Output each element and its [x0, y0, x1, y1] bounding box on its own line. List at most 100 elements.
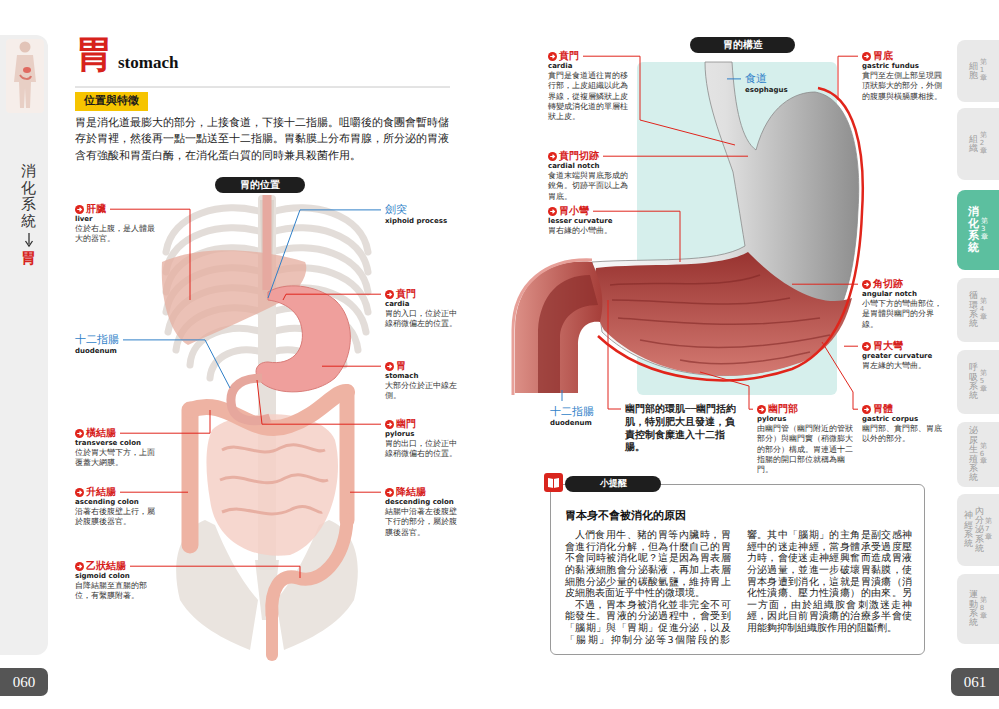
callout-heading-row: 十二指腸	[75, 333, 155, 347]
chapter-number: 第1章	[980, 59, 987, 82]
english-name: liver	[75, 215, 155, 224]
chapter-number: 第4章	[980, 298, 987, 321]
side-panel	[0, 35, 48, 655]
callout: 降結腸descending colon結腸中沿著左後腹壁下行的部分，屬於腹膜後器…	[385, 486, 460, 538]
stomach-position-part	[263, 195, 272, 290]
body-thumbnail-part	[6, 39, 44, 113]
page-number: 060	[0, 668, 48, 696]
arrow-icon-circle	[385, 362, 394, 371]
callout-heading: 賁門切跡	[559, 150, 599, 162]
leader-line	[120, 492, 188, 493]
english-name: greater curvature	[862, 352, 944, 361]
callout-description: 食道末端與胃底形成的銳角。切跡平面以上為胃底。	[548, 171, 633, 202]
leader-line	[283, 294, 381, 300]
callout: 肝臟liver位於右上腹，是人體最大的器官。	[75, 203, 155, 245]
arrow-icon-arrow	[77, 490, 81, 494]
english-name: sigmoid colon	[75, 572, 155, 581]
stomach-structure	[513, 62, 863, 395]
arrow-icon	[862, 405, 871, 414]
chapter-tab: 第6章泌尿生殖系統	[957, 422, 999, 487]
pill-text: 胃的位置	[221, 179, 299, 191]
chapter-tab: 第8章運動系統	[957, 574, 999, 644]
callout-heading-row: 幽門	[385, 418, 460, 430]
arrow-icon	[757, 405, 766, 414]
leader-line	[268, 210, 381, 298]
callout: 乙狀結腸sigmoid colon自降結腸至直腸的部位，有繫膜附著。	[75, 560, 155, 602]
section-label: 位置與特徵	[75, 92, 148, 111]
title-rule	[75, 87, 450, 88]
arrow-icon	[548, 152, 557, 161]
chapter-name: 內分泌系統	[975, 507, 984, 554]
arrow-icon-arrow	[864, 54, 868, 58]
title-rule-part	[75, 87, 450, 88]
section-arrow-part	[26, 241, 33, 246]
english-name: gastric fundus	[862, 62, 944, 71]
arrow-icon-arrow	[387, 490, 391, 494]
figure-title-pill: 胃的位置	[215, 177, 305, 193]
callout-heading: 胃大彎	[873, 340, 903, 352]
arrow-icon-circle	[75, 562, 84, 571]
english-name: duodenum	[550, 419, 610, 428]
part-name: 十二指腸	[75, 333, 119, 347]
arrow-icon-circle	[548, 152, 557, 161]
callout: 十二指腸duodenum	[550, 405, 610, 428]
callout-description: 大部分位於正中線左側。	[385, 381, 460, 401]
callout-heading-row: 賁門	[385, 288, 460, 300]
leader-line	[120, 410, 210, 433]
callout-description: 賁門至左側上部呈現圓頂狀膨大的部分，外側的腹膜與橫膈膜相接。	[862, 71, 944, 102]
callout-heading-row: 降結腸	[385, 486, 460, 498]
note-columns: 人們食用牛、豬的胃等內臟時，胃會進行消化分解，但為什麼自己的胃不會同時被消化呢？…	[565, 529, 912, 645]
callout-heading-row: 胃大彎	[862, 340, 944, 352]
callout-heading-row: 劍突	[385, 203, 460, 217]
section-arrow-part	[28, 233, 29, 244]
section-name: 消化系統	[21, 163, 36, 229]
leader-line	[844, 346, 858, 347]
arrow-icon	[75, 205, 84, 214]
note-box: 胃本身不會被消化的原因人們食用牛、豬的胃等內臟時，胃會進行消化分解，但為什麼自己…	[550, 484, 925, 655]
callout: 幽門pylorus胃的出口，位於正中線稍微偏右的位置。	[385, 418, 460, 460]
arrow-icon-arrow	[77, 431, 81, 435]
callout-description: 自降結腸至直腸的部位，有繫膜附著。	[75, 581, 155, 601]
body-thumbnail-part	[20, 42, 31, 53]
chapter-name: 運動系統	[969, 590, 978, 627]
leader-line	[322, 366, 381, 367]
chapter-tab: 第1章細胞	[957, 40, 999, 102]
callout: 角切跡angular notch小彎下方的彎曲部位，是胃體與幽門的分界線。	[862, 278, 944, 330]
callout-description: 胃右緣的小彎曲。	[548, 226, 633, 236]
arrow-icon-arrow	[387, 364, 391, 368]
english-name: pylorus	[385, 430, 460, 439]
callout-heading: 降結腸	[396, 486, 426, 498]
callout: 胃stomach大部分位於正中線左側。	[385, 360, 460, 402]
callout-heading: 賁門	[559, 50, 579, 62]
chapter-tab-active: 第3章消化系統	[957, 190, 999, 270]
callout: 胃底gastric fundus賁門至左側上部呈現圓頂狀膨大的部分，外側的腹膜與…	[862, 50, 944, 102]
arrow-icon-circle	[548, 207, 557, 216]
callout-heading: 胃	[396, 360, 406, 372]
book-icon-pages	[548, 478, 559, 488]
arrow-icon-circle	[862, 342, 871, 351]
note-paragraph: 人們食用牛、豬的胃等內臟時，胃會進行消化分解，但為什麼自己的胃不會同時被消化呢？…	[565, 529, 731, 598]
section-topic: 胃	[21, 250, 36, 267]
section-arrow	[26, 233, 33, 246]
arrow-icon-arrow	[864, 282, 868, 286]
stomach-structure-part	[592, 62, 859, 376]
colon-part	[182, 410, 199, 545]
english-name: cardial notch	[548, 162, 633, 171]
stomach-position	[231, 195, 350, 421]
leader-line	[110, 209, 190, 300]
stomach-structure-part	[610, 275, 830, 364]
chapter-tab: 第5章呼吸系統	[957, 350, 999, 414]
arrow-icon-arrow	[77, 564, 81, 568]
arrow-icon	[385, 290, 394, 299]
body-thumbnail	[6, 39, 44, 113]
callout: 劍突xiphoid process	[385, 203, 460, 226]
callout-heading: 橫結腸	[86, 427, 116, 439]
page-number-text: 061	[951, 668, 999, 696]
english-name: lesser curvature	[548, 217, 633, 226]
leader-line	[123, 340, 230, 388]
callout: 食道esophagus	[745, 72, 805, 95]
book-icon-spine	[553, 479, 554, 488]
chapter-tab: 第4章循環系統	[957, 278, 999, 342]
leader-line	[350, 492, 381, 493]
